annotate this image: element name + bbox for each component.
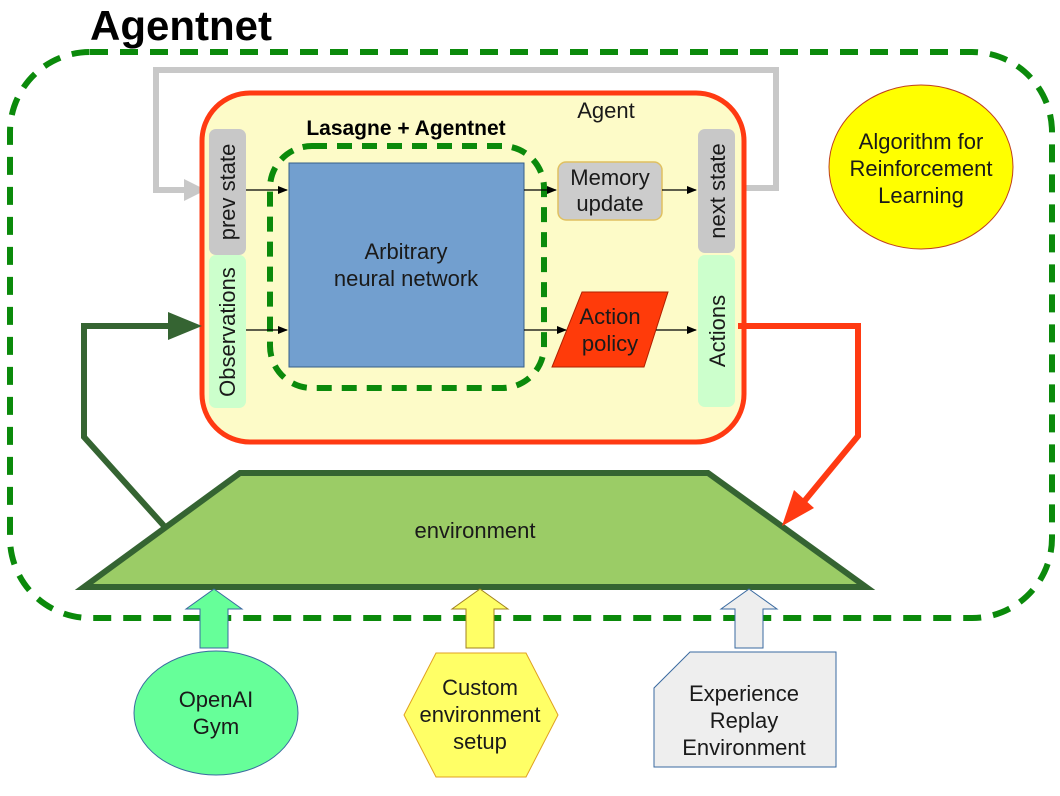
next-state-bar [698, 129, 735, 253]
experience-replay-shape [653, 651, 837, 768]
state-feedback-loop [153, 67, 779, 193]
openai-gym-line2: Gym [193, 714, 239, 739]
algorithm-line3: Learning [878, 183, 964, 208]
environment-shape [74, 470, 876, 590]
network-label-line1: Arbitrary [364, 239, 447, 264]
action-policy-shape [551, 291, 669, 368]
openai-gym-ellipse [133, 650, 299, 776]
experience-replay-line3: Environment [682, 735, 806, 760]
agentnet-boundary [7, 49, 1055, 621]
prev-state-bar [209, 129, 246, 255]
observations-bar [209, 255, 246, 408]
next-state-label: next state [705, 143, 730, 238]
actions-label: Actions [705, 295, 730, 367]
lasagne-boundary [267, 143, 547, 391]
memory-update-line1: Memory [570, 165, 649, 190]
memory-update-line2: update [576, 191, 643, 216]
algorithm-line2: Reinforcement [849, 156, 992, 181]
observation-flow-arrowhead [168, 312, 202, 340]
experience-replay-line1: Experience [689, 681, 799, 706]
page-title: Agentnet [90, 2, 272, 49]
openai-gym-line1: OpenAI [179, 687, 254, 712]
observation-flow-line [81, 323, 174, 530]
memory-update-box [557, 161, 663, 221]
environment-label: environment [414, 518, 535, 543]
observations-label: Observations [215, 267, 240, 397]
state-feedback-arrowhead [184, 179, 206, 201]
lasagne-label: Lasagne + Agentnet [306, 117, 505, 140]
agent-label: Agent [577, 98, 635, 123]
custom-environment-line2: environment [419, 702, 540, 727]
custom-environment-line3: setup [453, 729, 507, 754]
neural-network-box [288, 162, 525, 368]
action-flow-line [738, 323, 861, 506]
actions-bar [698, 255, 735, 407]
network-label-line2: neural network [334, 266, 479, 291]
algorithm-ellipse [828, 84, 1014, 250]
prev-state-label: prev state [215, 144, 240, 241]
action-policy-line2: policy [582, 331, 638, 356]
replay-up-arrow [719, 588, 779, 649]
action-flow-arrowhead [782, 490, 814, 526]
action-policy-line1: Action [579, 304, 640, 329]
custom-environment-hexagon [403, 652, 559, 778]
experience-replay-line2: Replay [710, 708, 778, 733]
openai-up-arrow [184, 588, 244, 649]
custom-environment-line1: Custom [442, 675, 518, 700]
algorithm-line1: Algorithm for [859, 129, 984, 154]
custom-up-arrow [450, 588, 510, 649]
